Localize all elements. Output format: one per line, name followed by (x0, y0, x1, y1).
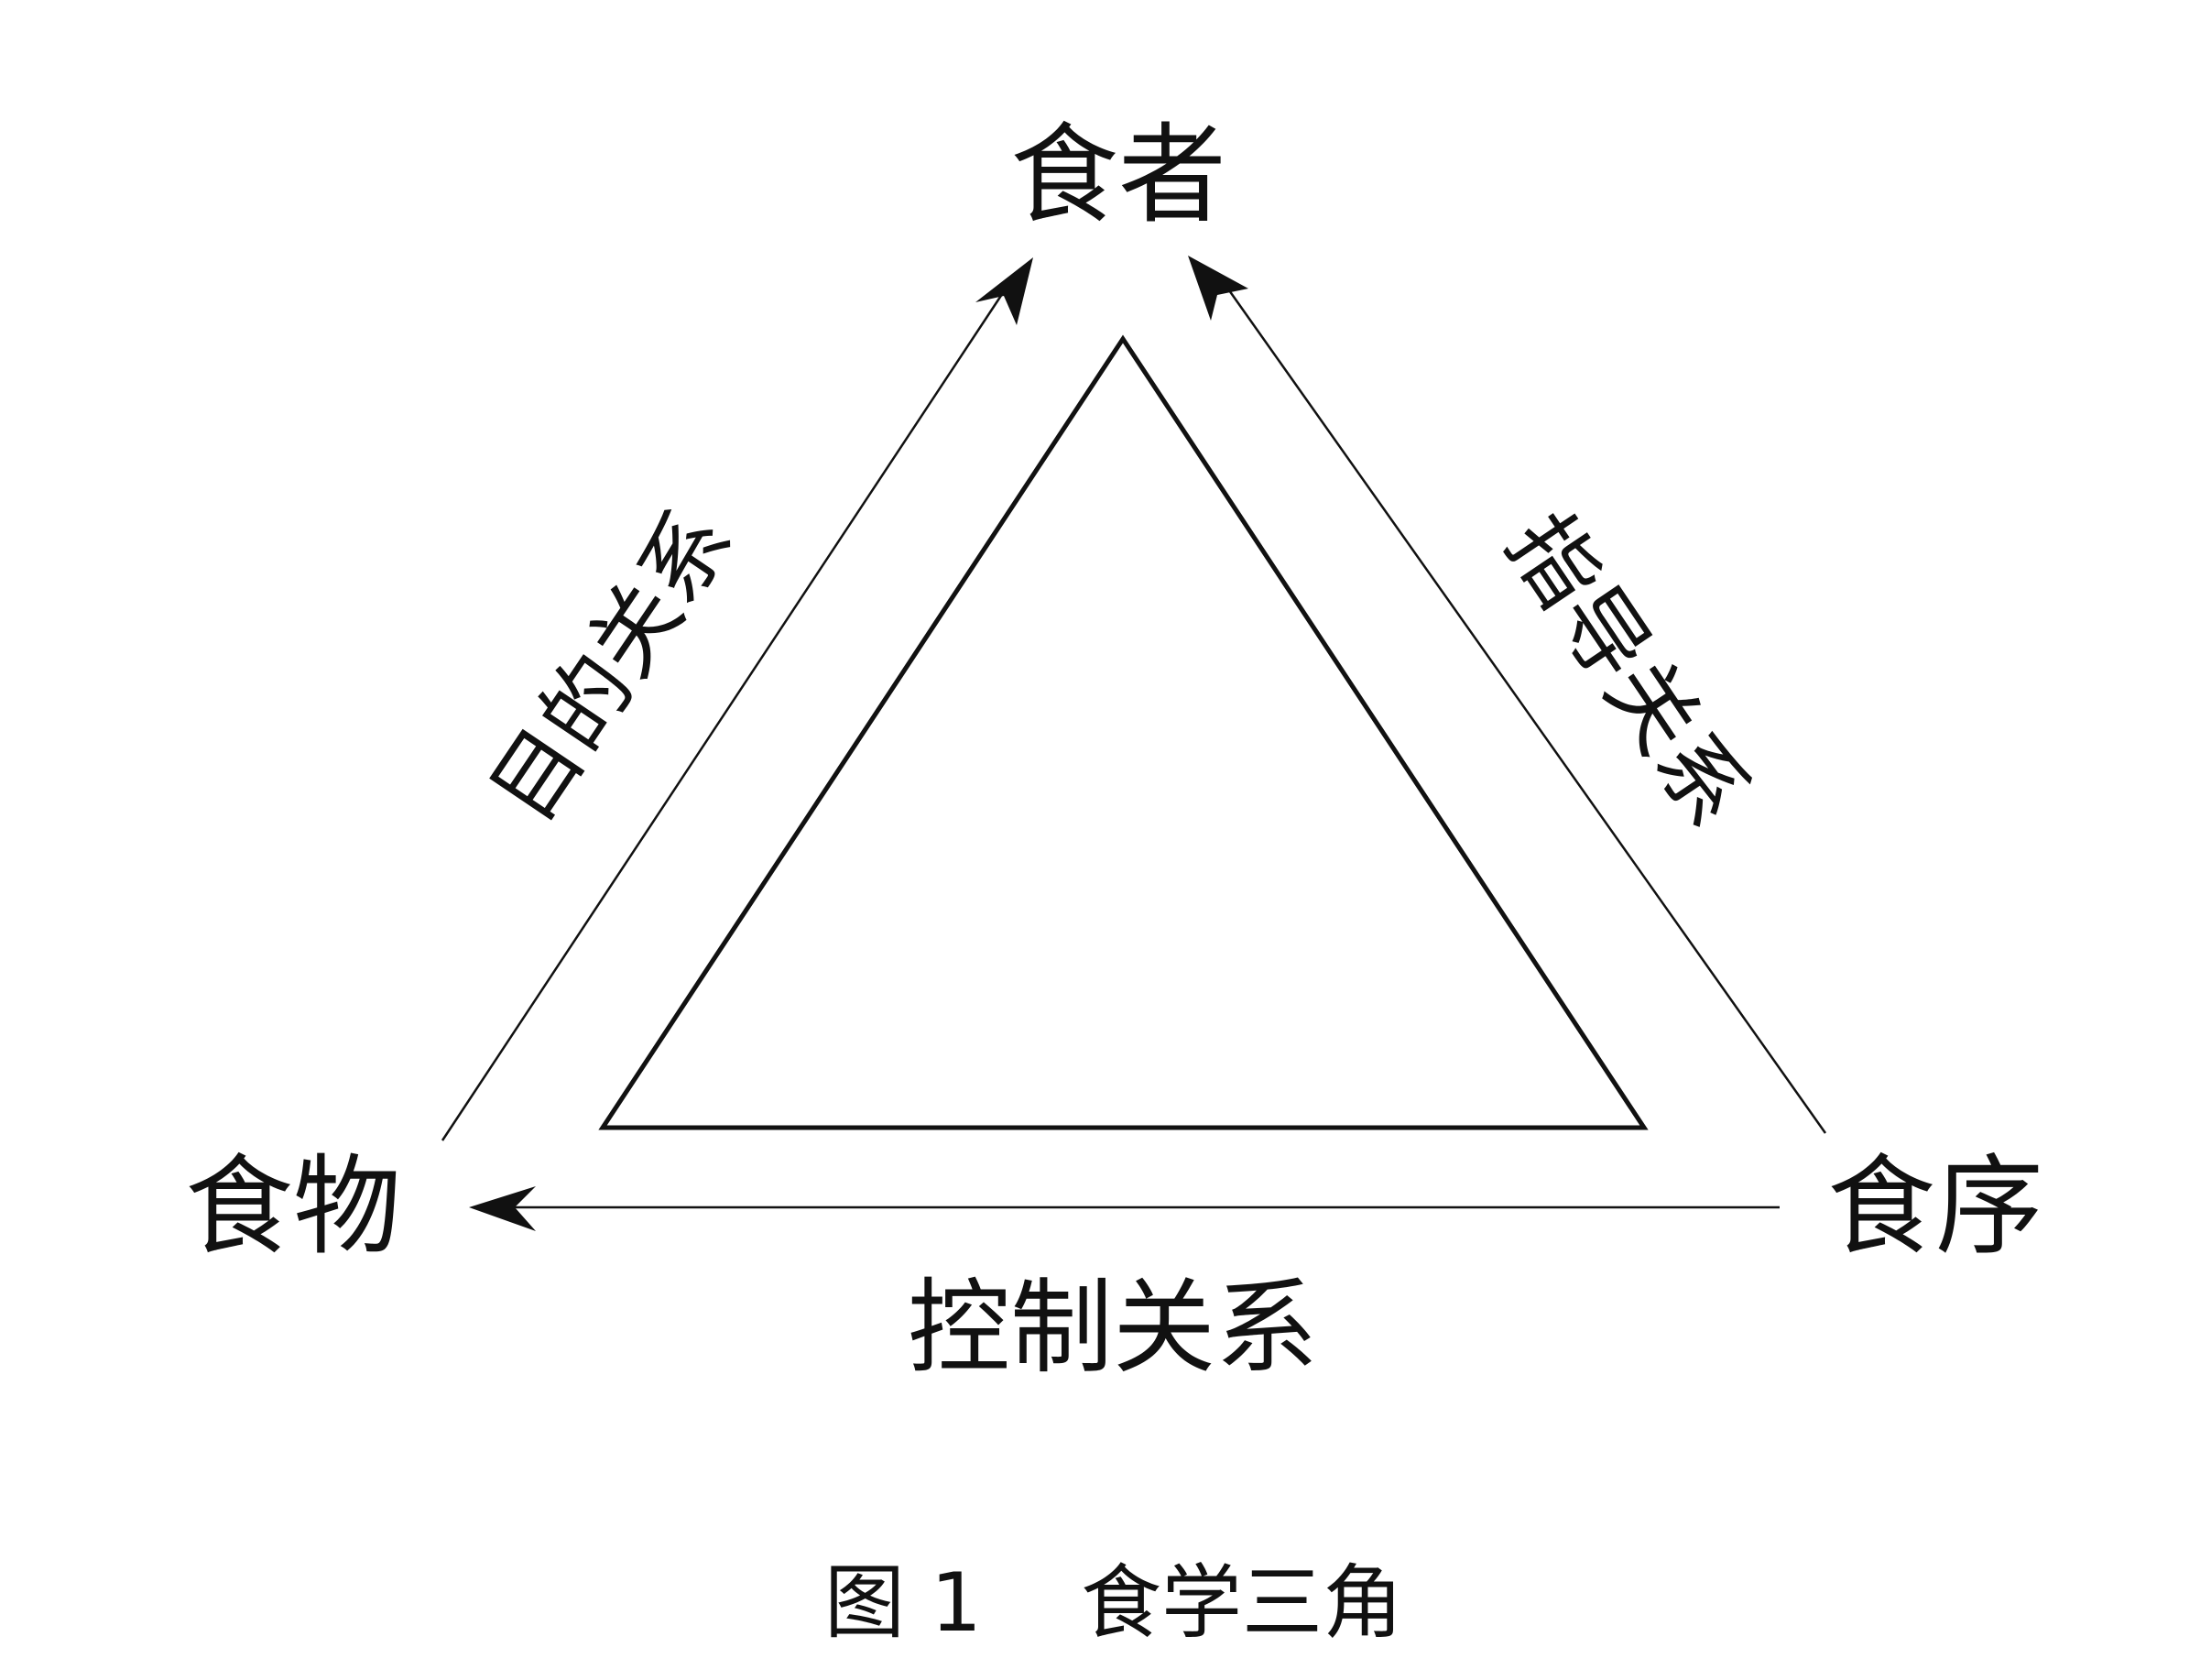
figure-number: 图 1 (824, 1555, 982, 1650)
edge-right-label: 指导关系 (1487, 496, 1770, 845)
edge-bottom-label: 控制关系 (908, 1269, 1318, 1388)
arrowhead-bottom-edge (469, 1186, 536, 1231)
arrow-right-edge (1216, 274, 1827, 1134)
figure-caption: 食学三角 (1081, 1555, 1403, 1650)
arrowhead-left-edge (975, 257, 1033, 325)
node-right-label: 食序 (1827, 1143, 2043, 1270)
edge-left-label: 目的关系 (471, 491, 753, 840)
node-top-label: 食者 (1010, 112, 1226, 238)
arrow-left-edge (441, 274, 1017, 1141)
node-left-label: 食物 (185, 1143, 401, 1270)
arrowhead-right-edge (1188, 256, 1248, 321)
inner-triangle (598, 334, 1649, 1130)
